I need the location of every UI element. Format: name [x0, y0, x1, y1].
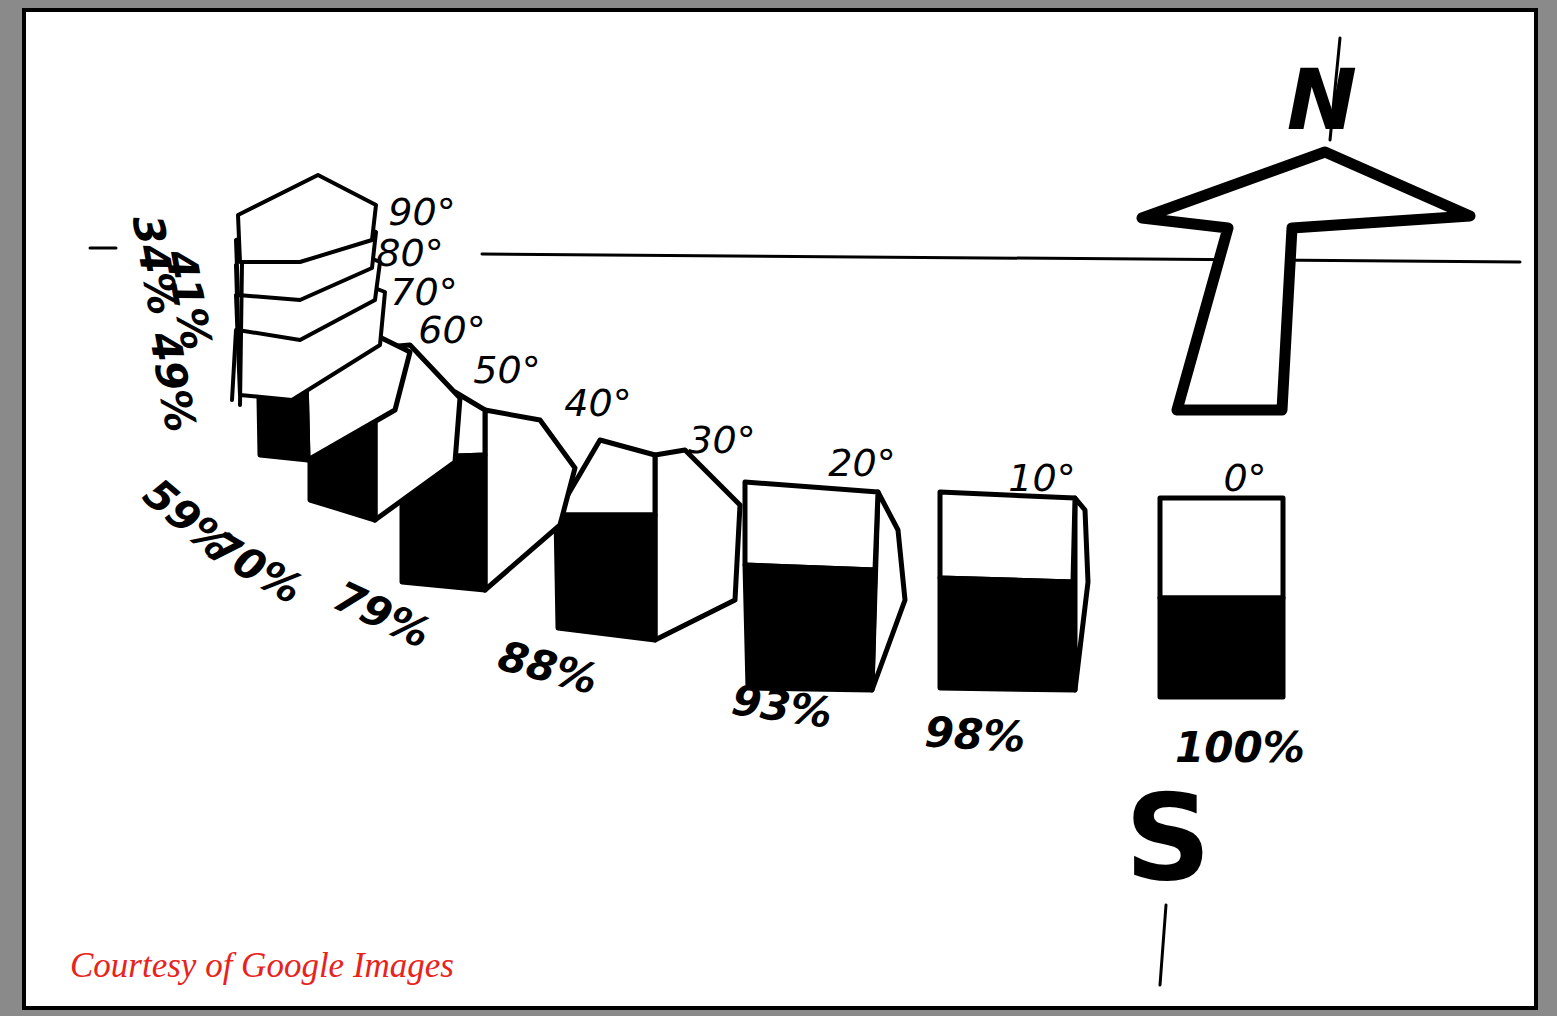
house-30 — [556, 440, 740, 640]
horizon-line — [482, 254, 1520, 262]
compass-letter: S — [1125, 778, 1211, 898]
compass-letter: N — [1287, 58, 1357, 142]
angle-label: 10° — [1008, 459, 1075, 497]
north-arrow — [1142, 152, 1470, 410]
house-10 — [940, 492, 1088, 690]
horizon-line — [90, 247, 116, 250]
percent-label: 93% — [729, 679, 834, 735]
angle-label: 60° — [418, 311, 485, 349]
percent-label: 88% — [494, 635, 602, 702]
angle-label: 30° — [688, 421, 755, 459]
house-0 — [1160, 498, 1283, 697]
angle-label: 80° — [376, 234, 443, 272]
house-20 — [745, 482, 905, 690]
axis-line — [1160, 905, 1166, 985]
percent-label: 70% — [201, 525, 309, 612]
angle-label: 0° — [1223, 459, 1266, 497]
percent-label: 79% — [328, 575, 437, 656]
percent-label: 100% — [1175, 727, 1305, 769]
angle-label: 70° — [390, 273, 457, 311]
angle-label: 40° — [564, 384, 631, 422]
credit-note: Courtesy of Google Images — [70, 948, 454, 983]
angle-label: 20° — [828, 444, 895, 482]
angle-label: 90° — [388, 193, 455, 231]
house-70-90 — [232, 175, 385, 405]
percent-label: 98% — [924, 711, 1027, 758]
angle-label: 50° — [473, 351, 540, 389]
